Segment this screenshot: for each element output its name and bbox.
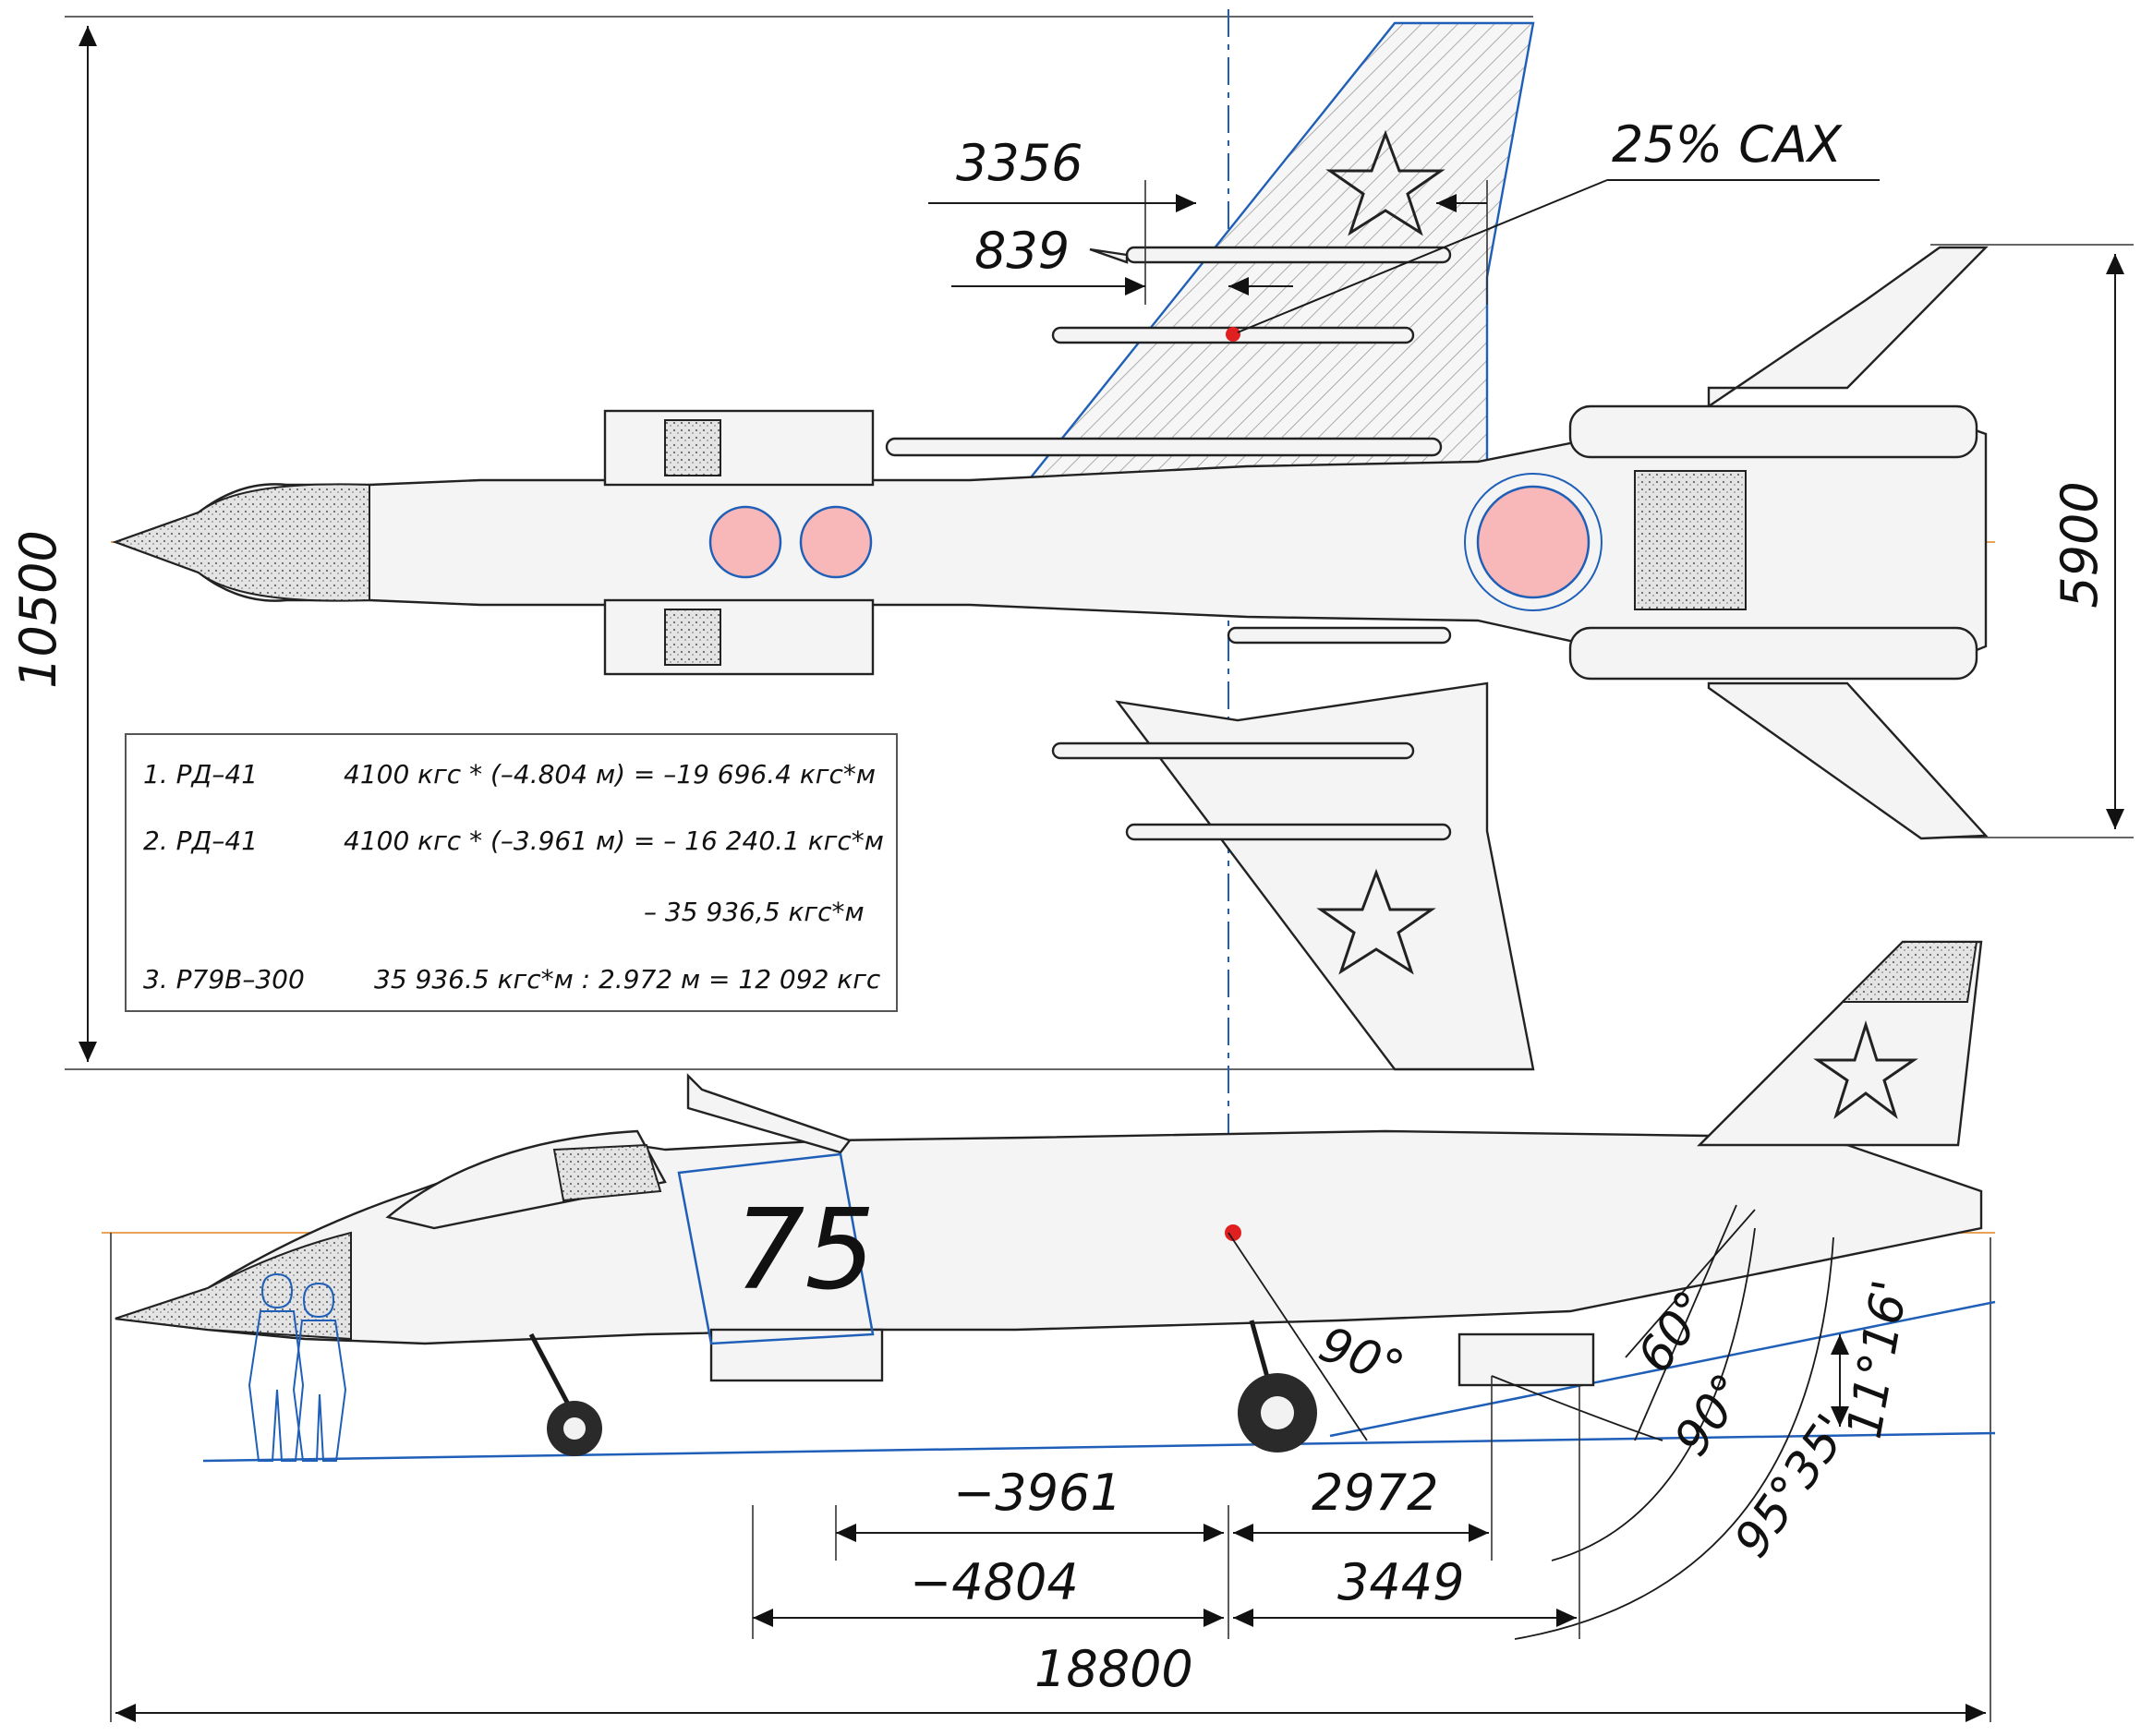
- note-row2-calc: 4100 кгс * (–3.961 м) = – 16 240.1 кгс*м: [344, 826, 884, 856]
- dim-stab-span: 5900: [2050, 481, 2109, 608]
- missile-row-3: [885, 437, 1443, 457]
- side-view: [102, 940, 1996, 1722]
- note-row1-calc: 4100 кгс * (–4.804 м) = –19 696.4 кгс*м: [344, 759, 876, 790]
- dim-neg4804: −4804: [910, 1553, 1079, 1611]
- missile-row-6: [1125, 823, 1452, 841]
- angle-90-b: 90°: [1663, 1365, 1758, 1466]
- missile-row-1: [1089, 246, 1452, 264]
- star-insignia-lower: [1316, 868, 1436, 975]
- missile-row-5: [1051, 741, 1415, 760]
- missile-row-4: [1227, 626, 1452, 645]
- angle-90-a: 90°: [1312, 1317, 1411, 1398]
- top-view: [65, 9, 2134, 1320]
- person-silhouette-2: [292, 1282, 347, 1462]
- cg-marker-side: [1225, 1224, 1241, 1241]
- dim-3449: 3449: [1337, 1553, 1464, 1611]
- star-insignia-fin: [1813, 1020, 1918, 1120]
- dim-overall-length: 18800: [1034, 1640, 1193, 1698]
- note-total: – 35 936,5 кгс*м: [644, 897, 865, 927]
- angle-11-16: 11°16': [1837, 1276, 1919, 1442]
- dim-3356: 3356: [956, 134, 1083, 192]
- thrust-calculation-box: [125, 733, 898, 1012]
- lift-engine-1-circle: [708, 505, 782, 579]
- side-number: 75: [734, 1187, 876, 1315]
- lift-engine-2-circle: [799, 505, 873, 579]
- note-row2-label: 2. РД–41: [143, 826, 258, 856]
- main-nozzle-circle: [1476, 485, 1591, 599]
- dim-2972: 2972: [1312, 1464, 1438, 1522]
- note-row3-label: 3. Р79В–300: [143, 964, 305, 995]
- star-insignia-upper: [1325, 129, 1445, 236]
- dim-839: 839: [974, 222, 1070, 280]
- cg-marker-top: [1226, 327, 1240, 342]
- mac-label: 25% САХ: [1612, 115, 1843, 174]
- note-row3-calc: 35 936.5 кгс*м : 2.972 м = 12 092 кгс: [374, 964, 881, 995]
- note-row1-label: 1. РД–41: [143, 759, 258, 790]
- dim-overall-height: 10500: [9, 530, 67, 689]
- dim-neg3961: −3961: [953, 1464, 1122, 1522]
